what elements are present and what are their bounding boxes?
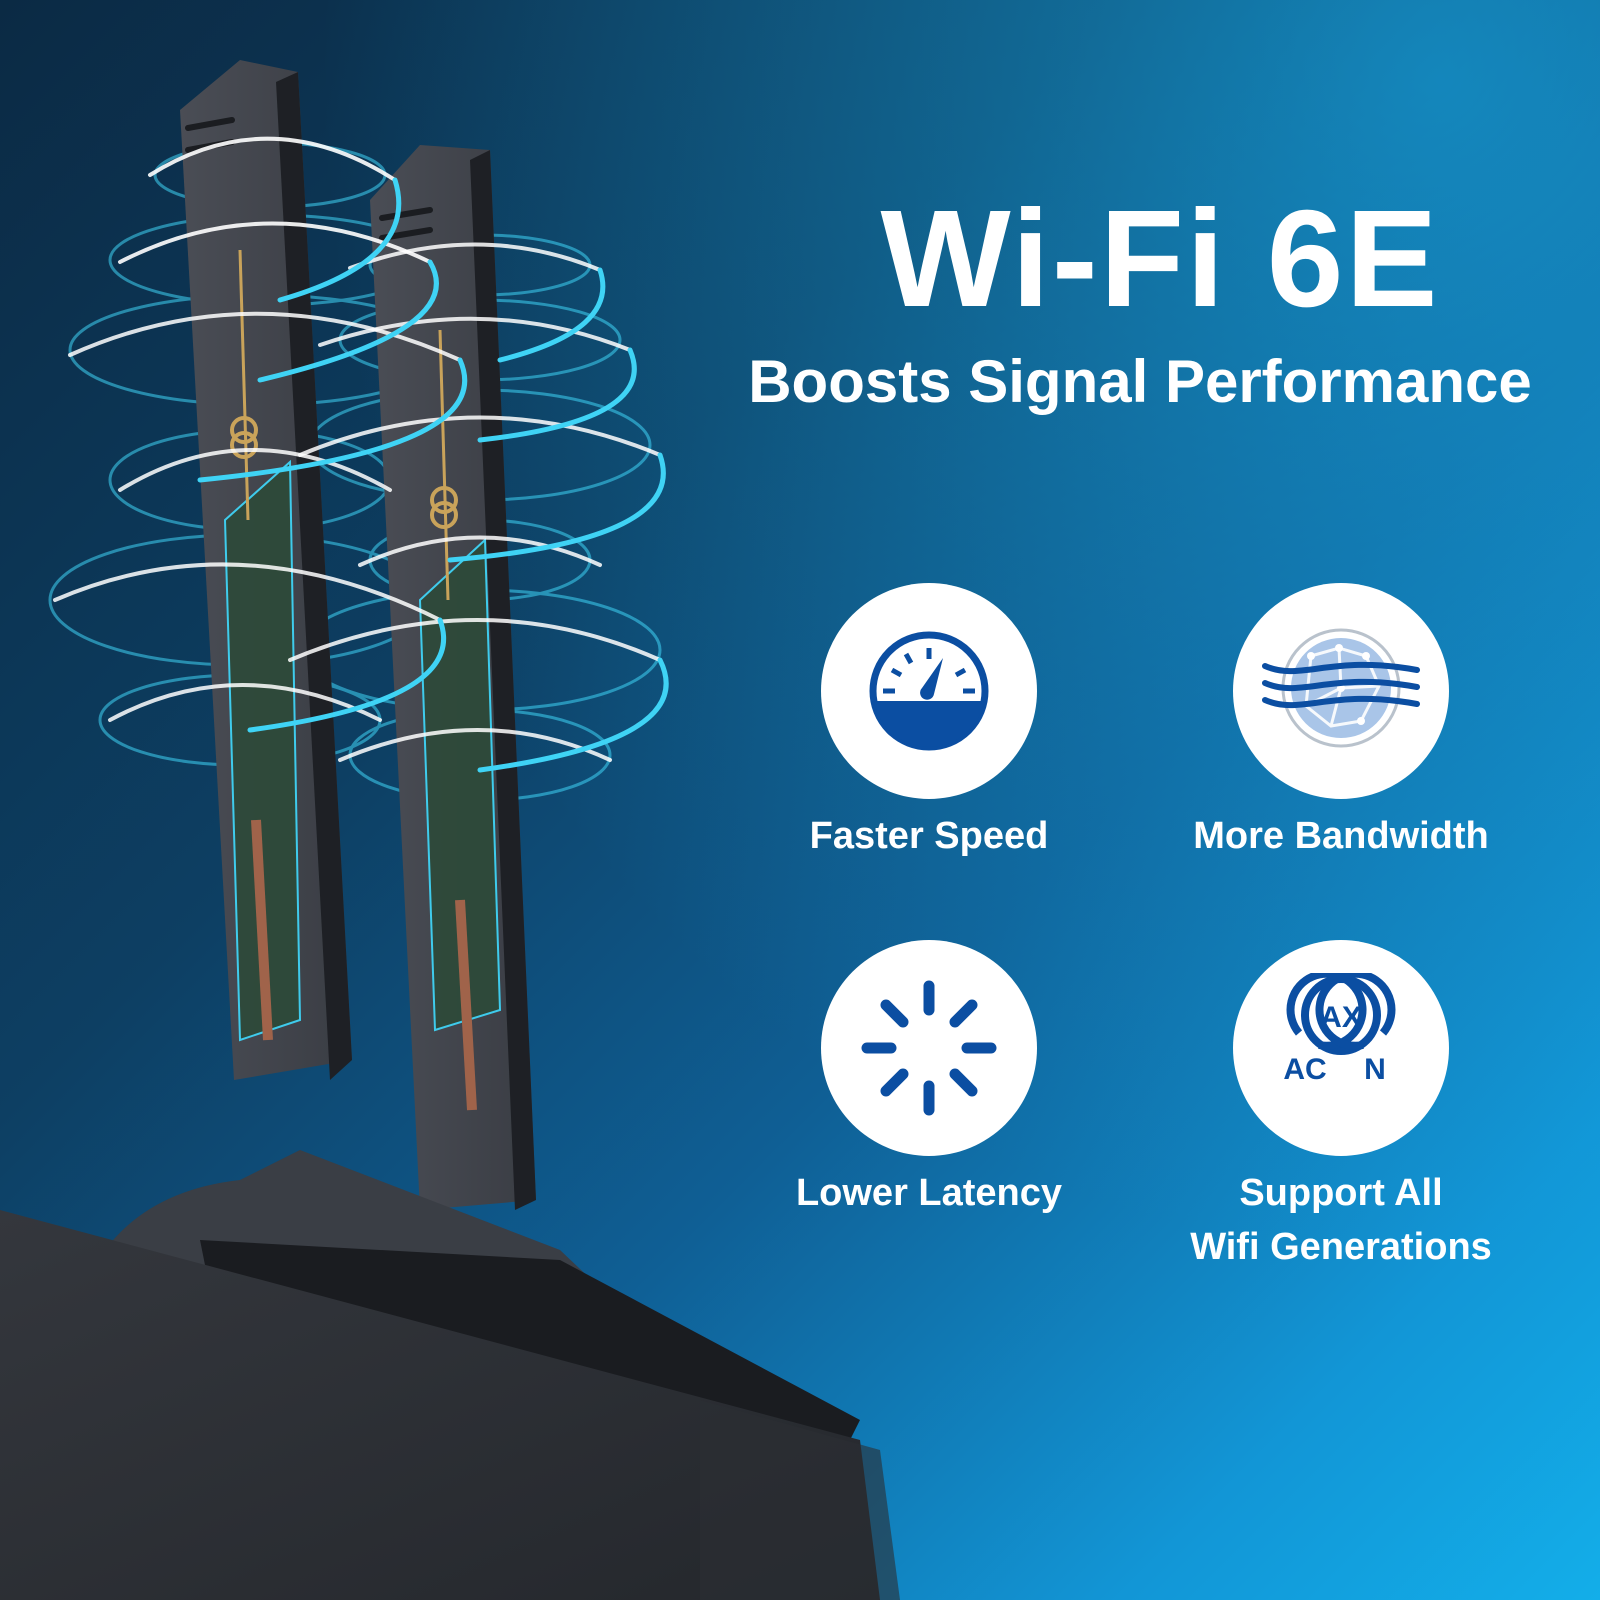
feature-badge [821,940,1037,1156]
feature-label-line1: Support All [1239,1172,1443,1214]
feature-label: More Bandwidth [1193,815,1489,857]
page-title: Wi-Fi 6E [880,182,1440,336]
feature-lower-latency: Lower Latency [764,940,1094,1220]
feature-label-line2: Wifi Generations [1190,1226,1492,1268]
icon-text-ac: AC [1283,1053,1326,1086]
feature-faster-speed: Faster Speed [764,583,1094,863]
icon-text-n: N [1364,1053,1386,1086]
feature-label: Faster Speed [809,815,1049,857]
feature-badge [1233,583,1449,799]
feature-label: Lower Latency [795,1172,1063,1214]
loading-spinner-icon [861,980,997,1116]
feature-badge [821,583,1037,799]
antenna-product-illustration [0,60,900,1600]
page-subtitle: Boosts Signal Performance [748,348,1532,415]
globe-waves-icon [1262,628,1420,748]
wifi-generations-icon: AX AC N [1283,973,1396,1086]
icon-text-ax: AX [1320,1001,1362,1034]
feature-more-bandwidth: More Bandwidth [1176,583,1506,863]
feature-support-all-generations: AX AC N Support All Wifi Generations [1176,940,1506,1274]
speedometer-icon [869,631,989,751]
feature-badge: AX AC N [1233,940,1449,1156]
feature-label: Support All Wifi Generations [1176,1166,1506,1274]
